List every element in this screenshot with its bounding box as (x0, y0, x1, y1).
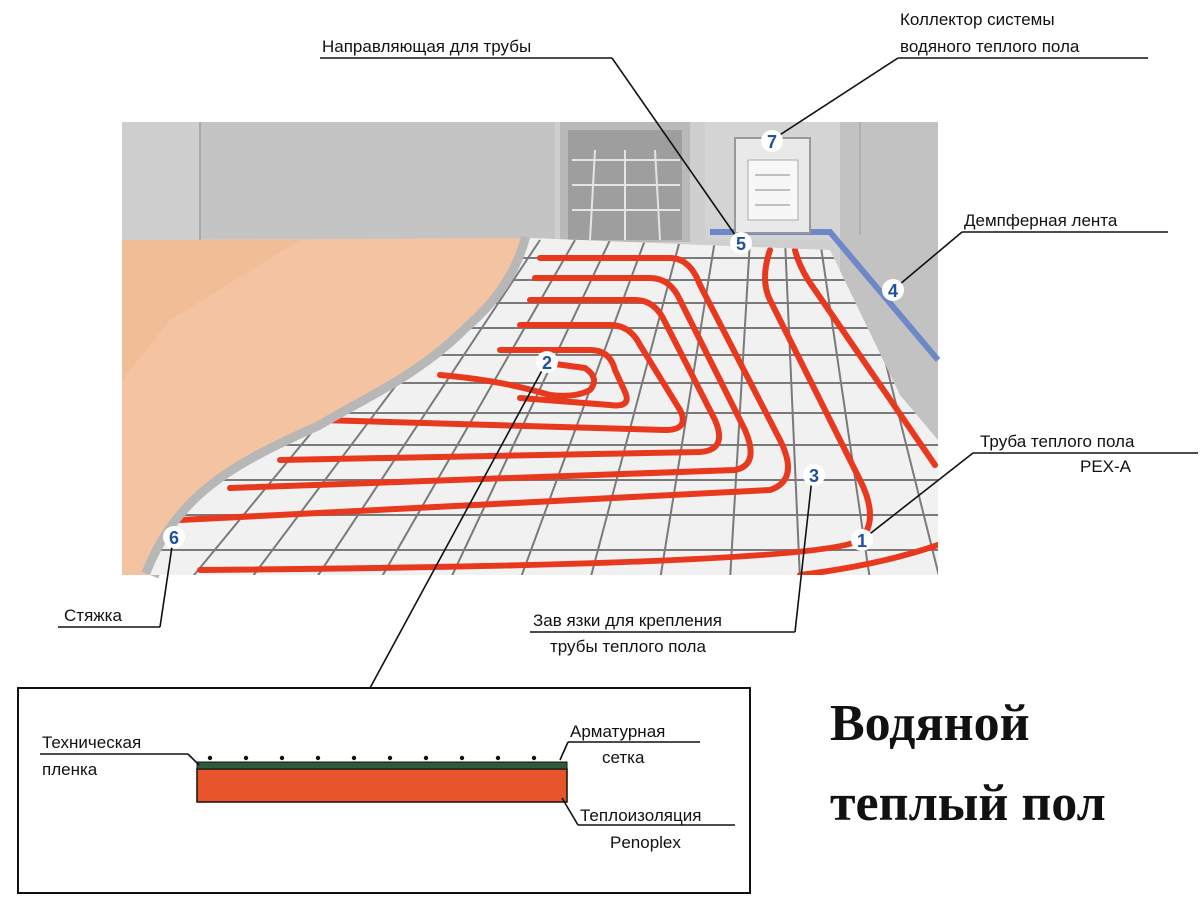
collector-label-line2: водяного теплого пола (900, 37, 1080, 56)
title-line1: Водяной (830, 695, 1030, 752)
marker-5-label: 5 (736, 234, 746, 254)
ties-label-line1: Зав язки для крепления (533, 611, 722, 630)
markers: 1 2 3 4 5 6 7 (163, 130, 904, 551)
marker-7: 7 (761, 130, 783, 152)
collector-cabinet (734, 137, 811, 234)
screed-fill (122, 238, 530, 575)
insulation-label-line2: Penoplex (610, 833, 681, 852)
marker-2: 2 (536, 351, 558, 373)
marker-7-label: 7 (767, 132, 777, 152)
damper-label: Демпферная лента (964, 211, 1118, 230)
marker-1: 1 (851, 529, 873, 551)
leader-lines (58, 57, 1198, 689)
room-illustration (122, 122, 941, 579)
pipe-label-line2: PEX-A (1080, 457, 1132, 476)
film-label-line1: Техническая (42, 733, 141, 752)
pipe-label-line1: Труба теплого пола (980, 432, 1135, 451)
marker-3-label: 3 (809, 466, 819, 486)
film-label-line2: пленка (42, 760, 98, 779)
guide-label: Направляющая для трубы (322, 37, 531, 56)
callout-labels: Направляющая для трубы Коллектор системы… (64, 10, 1135, 656)
film-layer (196, 761, 568, 770)
marker-6: 6 (163, 526, 185, 548)
mesh-label-line2: сетка (602, 748, 645, 767)
marker-4: 4 (882, 279, 904, 301)
insulation-layer (196, 768, 568, 803)
collector-label-line1: Коллектор системы (900, 10, 1055, 29)
doorway-floor-grid (572, 149, 680, 241)
insulation-label-line1: Теплоизоляция (580, 806, 701, 825)
ties-label-line2: трубы теплого пола (550, 637, 706, 656)
cross-section-panel: Техническая пленка Арматурная сетка Тепл… (17, 687, 751, 894)
marker-4-label: 4 (888, 281, 898, 301)
marker-2-label: 2 (542, 353, 552, 373)
marker-3: 3 (803, 464, 825, 486)
mesh-label-line1: Арматурная (570, 722, 665, 741)
marker-5: 5 (730, 232, 752, 254)
diagram-title: Водяной теплый пол (830, 695, 1106, 832)
title-line2: теплый пол (830, 775, 1106, 832)
heating-pipe (177, 247, 938, 575)
screed-label: Стяжка (64, 606, 122, 625)
marker-1-label: 1 (857, 531, 867, 551)
marker-6-label: 6 (169, 528, 179, 548)
mesh-ticks (207, 755, 537, 761)
